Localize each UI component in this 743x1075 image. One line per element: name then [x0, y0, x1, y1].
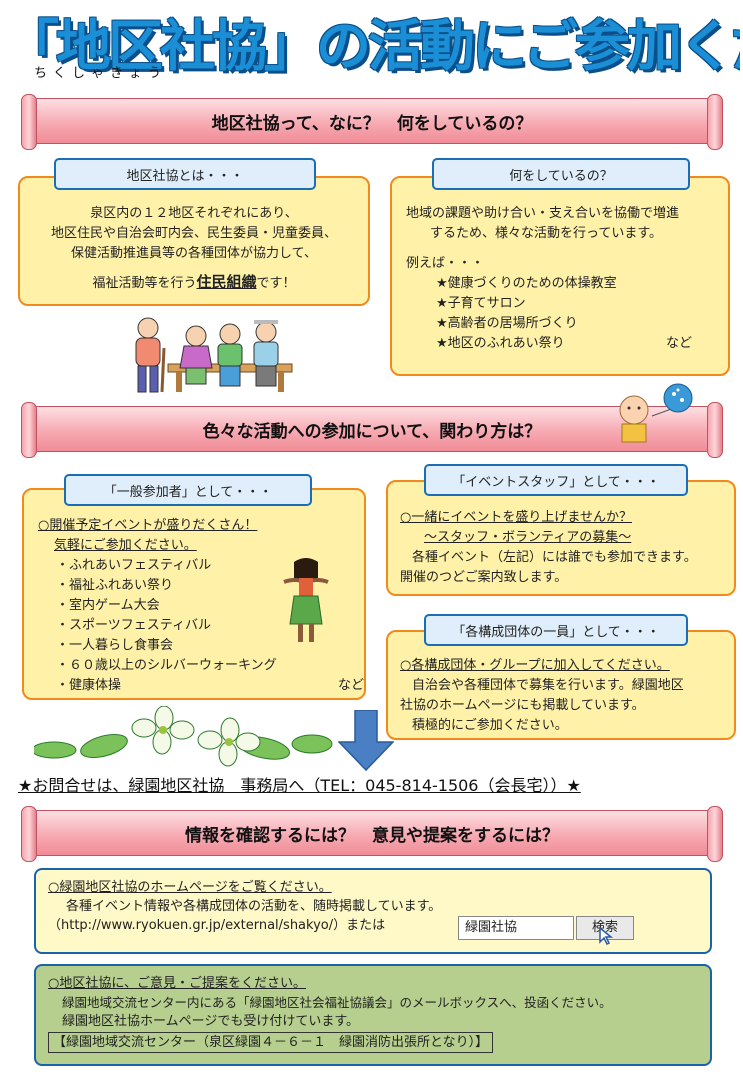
resident-organization-emphasis: 住民組織 — [196, 273, 257, 291]
down-arrow-icon — [338, 710, 394, 772]
what-is-line2: 地区住民や自治会町内会、民生委員・児童委員、 — [50, 226, 337, 241]
staff-line3: 各種イベント（左記）には誰でも参加できます。 — [412, 550, 697, 565]
event-list-item: ・室内ゲーム大会 — [56, 598, 160, 613]
doing-list-item: ★子育てサロン — [436, 296, 526, 311]
event-staff-box: ○一緒にイベントを盛り上げませんか？ ～スタッフ・ボランティアの募集～ 各種イベ… — [386, 480, 736, 596]
doing-line2: するため、様々な活動を行っています。 — [430, 226, 663, 241]
doing-etc: など — [666, 336, 693, 351]
doing-example: 例えば・・・ — [406, 256, 485, 271]
general-lead1: ○開催予定イベントが盛りだくさん！ — [38, 518, 258, 533]
section2-banner-text: 色々な活動への参加について、関わり方は？ — [202, 421, 542, 442]
event-list-item: ・福祉ふれあい祭り — [56, 578, 174, 593]
section1-banner-text: 地区社協って、なに？ 何をしているの？ — [211, 113, 533, 134]
doing-list-item: ★高齢者の居場所づくり — [436, 316, 578, 331]
doing-tab: 何をしているの？ — [432, 158, 690, 190]
staff-line2: ～スタッフ・ボランティアの募集～ — [424, 530, 632, 545]
general-etc: など — [338, 678, 365, 693]
homepage-box: ○緑園地区社協のホームページをご覧ください。 各種イベント情報や各構成団体の活動… — [34, 868, 712, 954]
baby-with-balloon-illustration — [619, 383, 693, 443]
what-is-box: 泉区内の１２地区それぞれにあり、 地区住民や自治会町内会、民生委員・児童委員、 … — [18, 176, 370, 306]
what-is-tab: 地区社協とは・・・ — [54, 158, 316, 190]
contact-line: ★お問合せは、緑園地区社協 事務局へ（TEL：045-814-1506（会長宅）… — [18, 776, 581, 795]
section1-banner: 地区社協って、なに？ 何をしているの？ — [21, 94, 723, 150]
what-is-line4: 福祉活動等を行う住民組織です！ — [92, 273, 296, 291]
member-line1: ○各構成団体・グループに加入してください。 — [400, 658, 670, 673]
homepage-line2: 各種イベント情報や各構成団体の活動を、随時掲載しています。 — [66, 899, 442, 914]
event-list-item: ・一人暮らし食事会 — [56, 638, 174, 653]
doing-box: 地域の課題や助け合い・支え合いを協働で増進 するため、様々な活動を行っています。… — [390, 176, 730, 376]
homepage-line1: ○緑園地区社協のホームページをご覧ください。 — [48, 880, 332, 895]
event-list-item: ・健康体操 など — [56, 676, 364, 696]
section3-banner: 情報を確認するには？ 意見や提案をするには？ — [21, 806, 723, 862]
general-lead2: 気軽にご参加ください。 — [54, 538, 197, 553]
opinion-line1: ○地区社協に、ご意見・ご提案をください。 — [48, 976, 306, 991]
homepage-line3: （http://www.ryokuen.gr.jp/external/shaky… — [48, 918, 386, 933]
doing-list-item: ★健康づくりのための体操教室 — [436, 276, 617, 291]
member-box: ○各構成団体・グループに加入してください。 自治会や各種団体で募集を行います。緑… — [386, 630, 736, 740]
what-is-line3: 保健活動推進員等の各種団体が協力して、 — [71, 246, 317, 261]
event-list-item: ・ふれあいフェスティバル — [56, 558, 212, 573]
general-event-list: ・ふれあいフェスティバル ・福祉ふれあい祭り ・室内ゲーム大会 ・スポーツフェス… — [38, 556, 364, 696]
title-ruby: ちくしゃきょう — [34, 66, 168, 81]
opinion-line2: 緑園地域交流センター内にある「緑園地区社会福祉協議会」のメールボックスへ、投函く… — [62, 995, 612, 1010]
member-tab: 「各構成団体の一員」として・・・ — [424, 614, 688, 646]
staff-line1: ○一緒にイベントを盛り上げませんか？ — [400, 510, 632, 525]
member-line4: 積極的にご参加ください。 — [412, 718, 568, 733]
search-input[interactable]: 緑園社協 — [458, 916, 574, 940]
doing-line1: 地域の課題や助け合い・支え合いを協働で増進 — [406, 206, 680, 221]
page-title: 「地区社協」の活動にご参加ください — [4, 14, 740, 78]
event-list-item: ・スポーツフェスティバル — [56, 618, 211, 633]
hula-dancer-illustration — [283, 558, 329, 642]
member-line2: 自治会や各種団体で募集を行います。緑園地区 — [412, 678, 684, 693]
section2-banner: 色々な活動への参加について、関わり方は？ — [21, 402, 723, 458]
mouse-cursor-icon — [599, 926, 614, 946]
section3-banner-text: 情報を確認するには？ 意見や提案をするには？ — [185, 825, 559, 846]
doing-list-item: ★地区のふれあい祭り など — [436, 334, 716, 354]
event-staff-tab: 「イベントスタッフ」として・・・ — [424, 464, 688, 496]
what-is-line1: 泉区内の１２地区それぞれにあり、 — [90, 206, 298, 221]
general-participant-tab: 「一般参加者」として・・・ — [64, 474, 312, 506]
elderly-people-illustration — [135, 317, 293, 393]
opinion-line3: 緑園地区社協ホームページでも受け付けています。 — [62, 1014, 360, 1029]
event-list-item: ・６０歳以上のシルバーウォーキング — [56, 658, 277, 673]
staff-line4: 開催のつどご案内致します。 — [400, 570, 568, 585]
doing-list: ★健康づくりのための体操教室 ★子育てサロン ★高齢者の居場所づくり ★地区のふ… — [406, 274, 716, 354]
dogwood-flowers-illustration — [34, 706, 333, 767]
opinion-address: 【緑園地域交流センター（泉区緑園４－６－１ 緑園消防出張所となり）】 — [48, 1032, 494, 1053]
member-line3: 社協のホームページにも掲載しています。 — [400, 698, 645, 713]
opinion-box: ○地区社協に、ご意見・ご提案をください。 緑園地域交流センター内にある「緑園地区… — [34, 964, 712, 1066]
